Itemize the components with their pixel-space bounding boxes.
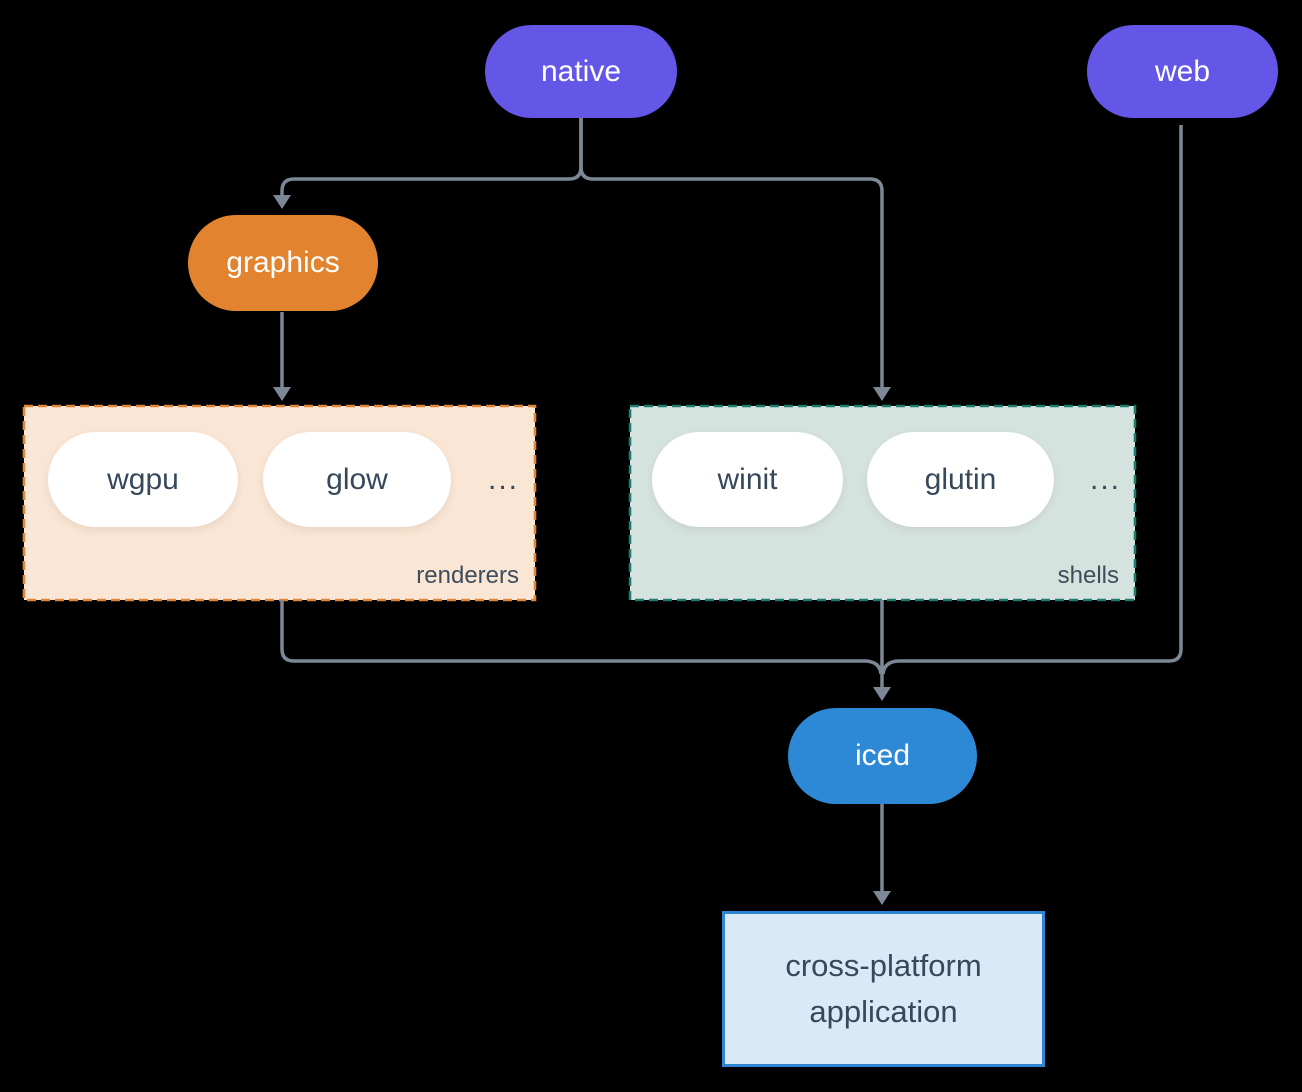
node-glutin: glutin [867,432,1054,527]
group-label-renderers: renderers [416,562,519,589]
node-application: cross-platform application [722,911,1045,1067]
group-shells: winit glutin ... shells [630,406,1135,600]
node-winit-label: winit [717,462,778,496]
node-iced: iced [788,708,977,804]
node-winit: winit [652,432,843,527]
ellipsis-renderers: ... [487,462,519,496]
node-web: web [1087,25,1278,118]
node-glow: glow [263,432,451,527]
node-application-line2: application [809,994,958,1029]
arrowhead-shells [873,387,891,401]
group-label-shells: shells [1057,562,1119,589]
node-web-label: web [1154,54,1211,88]
group-renderers: wgpu glow ... renderers [24,406,535,600]
arrowhead-application [873,891,891,905]
node-wgpu-label: wgpu [107,462,179,496]
arrowhead-iced [873,687,891,701]
node-native-label: native [540,54,622,88]
node-iced-label: iced [854,739,911,772]
node-glutin-label: glutin [924,462,997,496]
node-application-line1: cross-platform [785,947,982,983]
arrowhead-renderers [273,387,291,401]
edge-renderers-iced [280,600,883,675]
node-glow-label: glow [326,462,388,496]
node-native: native [485,25,677,118]
ellipsis-shells: ... [1089,462,1121,496]
edge-native-shells [579,118,884,388]
node-graphics: graphics [188,215,378,311]
edge-web-iced [881,125,1183,675]
node-wgpu: wgpu [48,432,238,527]
node-graphics-label: graphics [226,246,340,279]
edge-native-graphics [280,118,583,196]
arrowhead-graphics [273,195,291,209]
